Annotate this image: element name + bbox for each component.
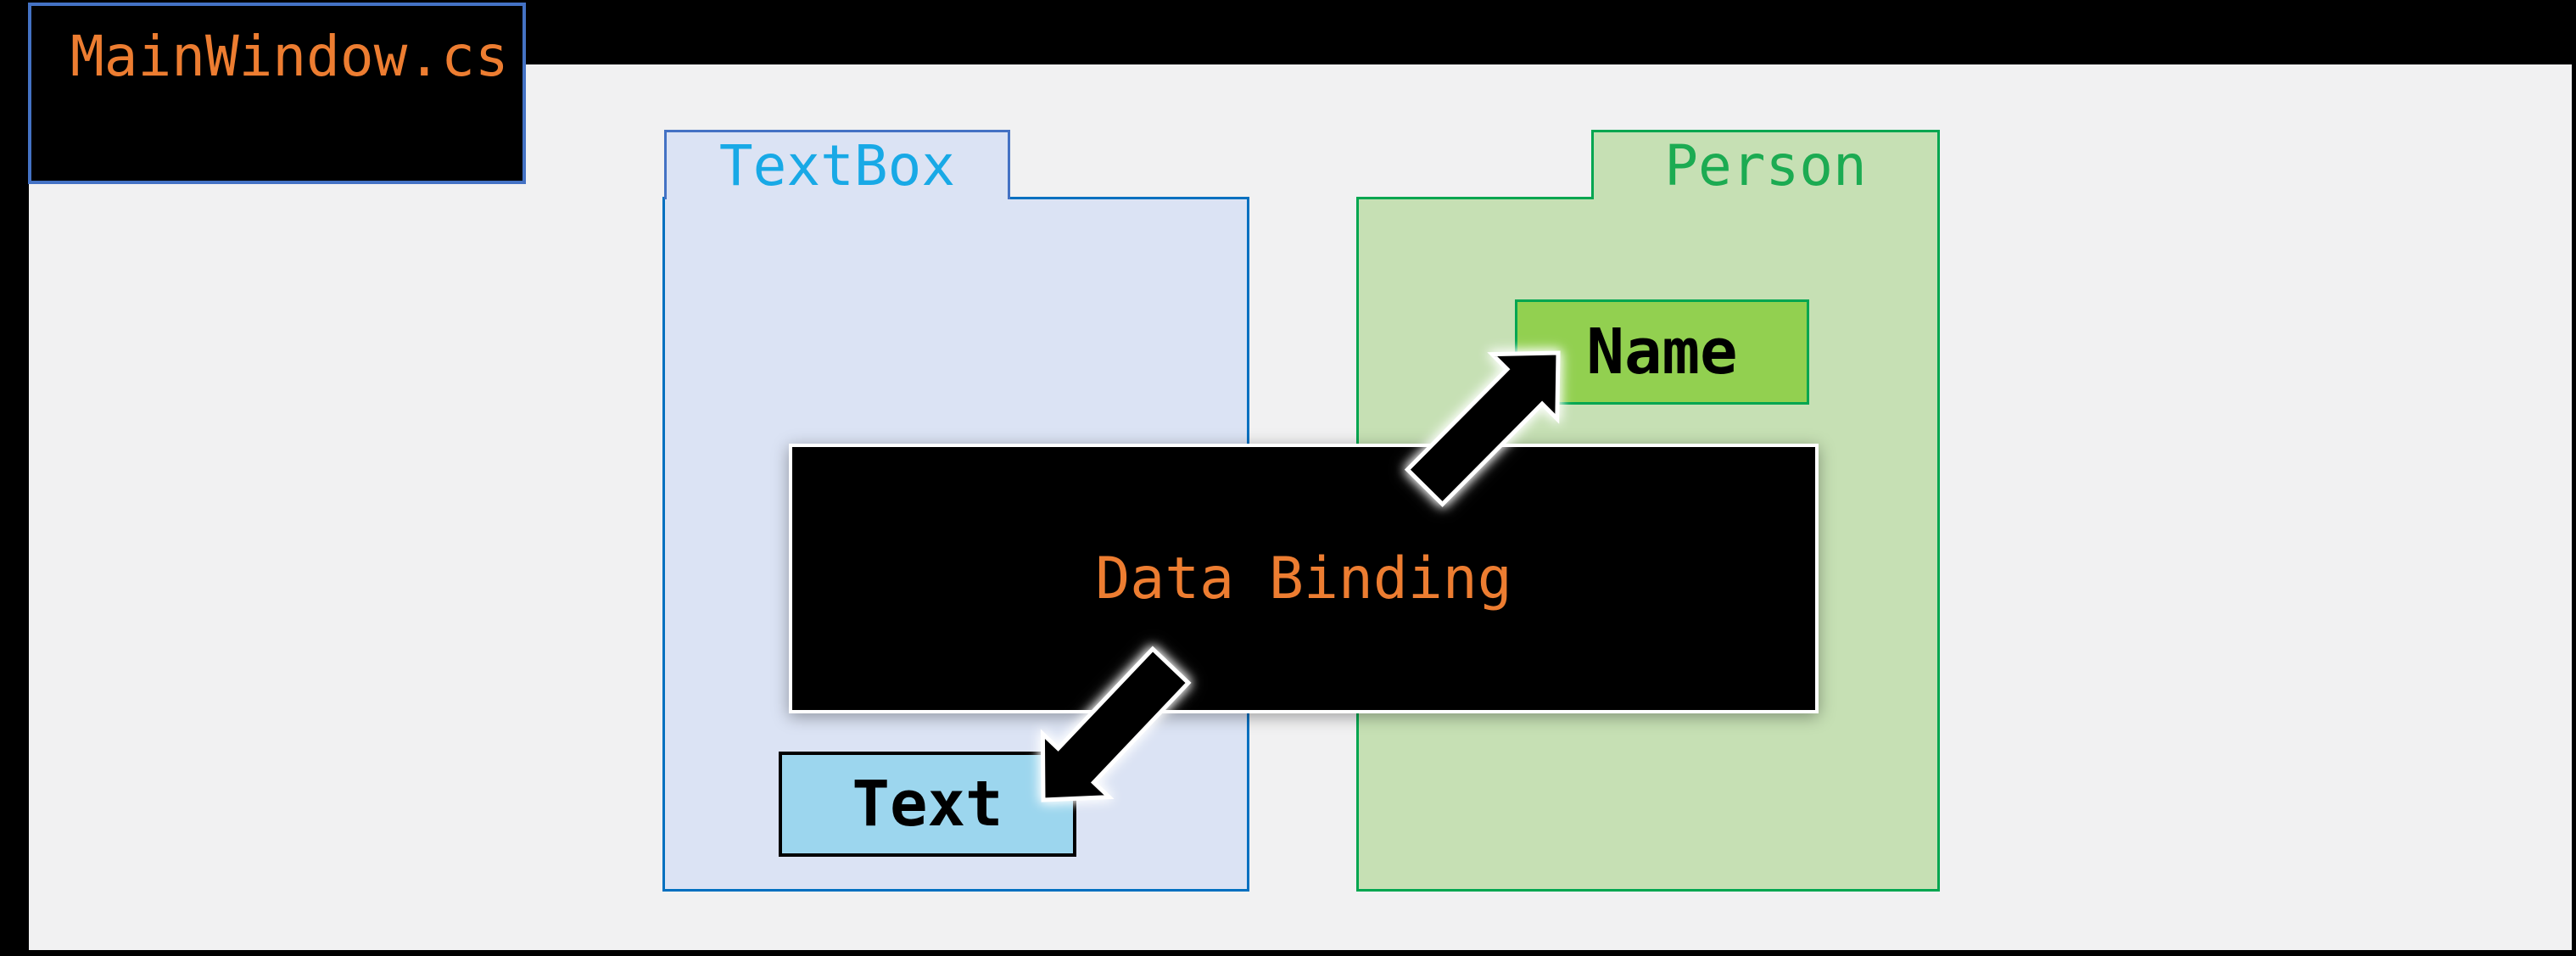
textbox-class-tab: TextBox — [664, 130, 1010, 199]
title-box-label: MainWindow.cs — [70, 24, 509, 89]
person-class-tab: Person — [1591, 130, 1940, 199]
name-property-label: Name — [1586, 316, 1738, 389]
text-property-box: Text — [779, 752, 1076, 857]
data-binding-box: Data Binding — [789, 444, 1819, 713]
text-property-label: Text — [852, 768, 1003, 841]
title-box: MainWindow.cs — [28, 3, 526, 184]
data-binding-label: Data Binding — [1095, 545, 1512, 612]
name-property-box: Name — [1515, 299, 1809, 405]
textbox-class-title: TextBox — [718, 133, 956, 198]
person-class-title: Person — [1664, 133, 1867, 198]
